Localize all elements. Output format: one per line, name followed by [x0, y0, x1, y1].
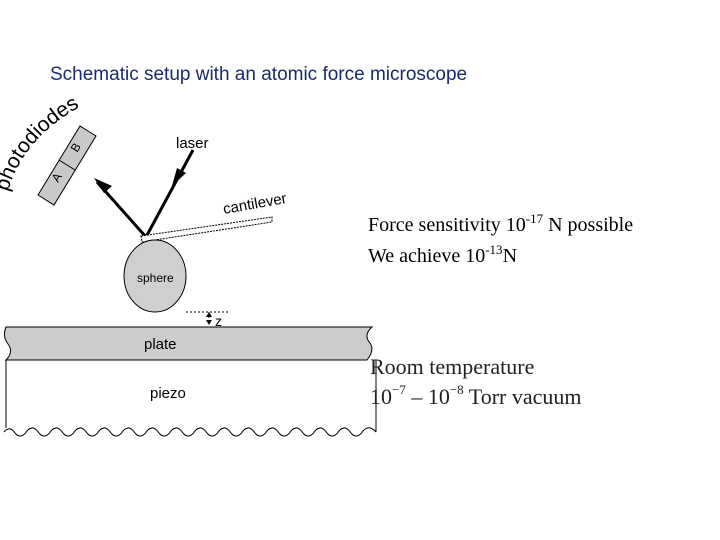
- conditions-box: Room temperature 10−7 – 10−8 Torr vacuum: [370, 352, 582, 412]
- plate-label: plate: [144, 336, 177, 353]
- cantilever-label: cantilever: [222, 190, 288, 218]
- cantilever: [140, 216, 273, 243]
- sphere: [123, 239, 187, 313]
- z-label: z: [215, 313, 222, 329]
- laser-label: laser: [176, 135, 209, 152]
- force-notes: Force sensitivity 10-17 N possible We ac…: [368, 210, 633, 272]
- sphere-label: sphere: [137, 271, 174, 285]
- laser-beam: [94, 149, 195, 238]
- piezo: [3, 360, 377, 437]
- reflected-arrow-up: [94, 178, 112, 193]
- sensitivity-line: Force sensitivity 10-17 N possible: [368, 211, 634, 236]
- room-temperature-line: Room temperature: [370, 354, 535, 379]
- photodiode-detector: A B: [37, 125, 97, 206]
- z-gap-indicator: [186, 311, 230, 325]
- piezo-label: piezo: [150, 385, 186, 402]
- laser-arrow-down: [172, 168, 186, 186]
- plate: [3, 326, 374, 361]
- achieved-line: We achieve 10-13N: [368, 242, 518, 267]
- vacuum-line: 10−7 – 10−8 Torr vacuum: [370, 382, 582, 409]
- slide-title: Schematic setup with an atomic force mic…: [50, 64, 468, 85]
